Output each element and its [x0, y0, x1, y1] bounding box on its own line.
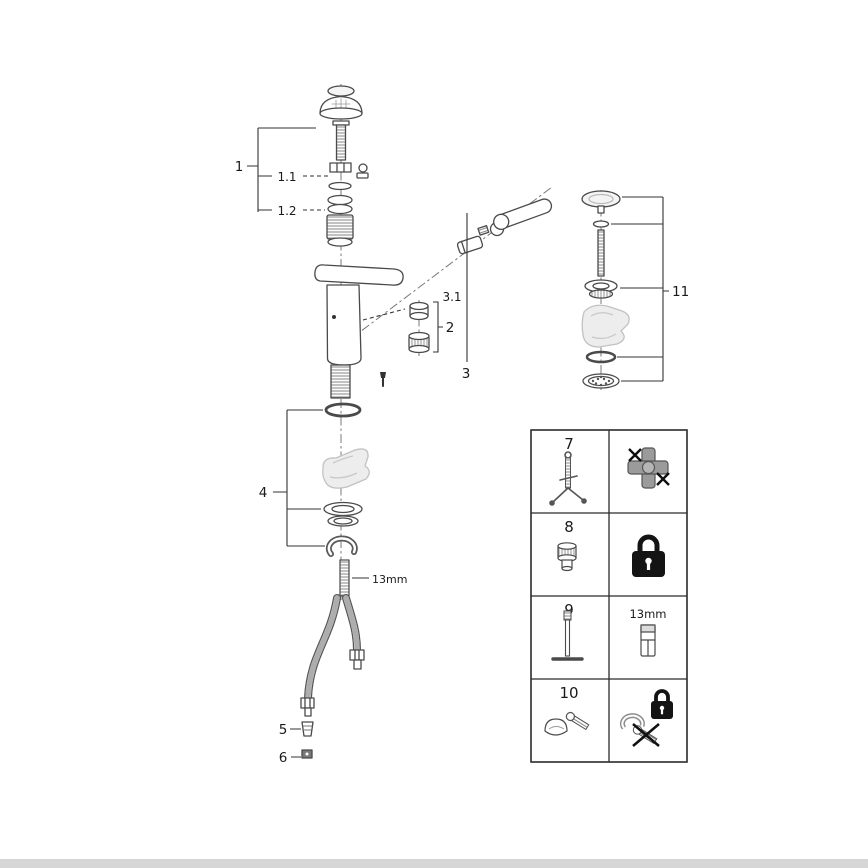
table-num-10: 10: [559, 684, 578, 702]
label-13mm: 13mm: [372, 573, 407, 586]
ghost-drain-body: [581, 304, 630, 348]
table-num-8: 8: [564, 518, 574, 536]
cap-nut-and-clip: [328, 162, 369, 191]
valve-part-icon: [557, 542, 577, 572]
faucet-body: [314, 264, 404, 399]
long-pin-tool-icon: [551, 610, 584, 661]
side-lever-assembly: [456, 198, 553, 255]
cartridge-set: [326, 194, 354, 247]
ghost-mounting-bracket: [322, 448, 370, 489]
threaded-shank: [330, 364, 351, 399]
cap-and-screw-icon: [544, 711, 590, 736]
label-2: 2: [446, 320, 455, 336]
label-5: 5: [279, 722, 288, 738]
socket-13mm-icon: [640, 624, 656, 657]
threaded-stud: [339, 559, 350, 597]
table-grid: [530, 429, 688, 763]
supply-hoses: [300, 594, 365, 717]
handle-cap: [319, 85, 363, 120]
lever-handle: [314, 264, 404, 286]
ghost-parts: [322, 304, 630, 489]
cross-fitting-warning-icon: [627, 447, 670, 489]
label-4: 4: [259, 485, 268, 501]
padlock-icon: [632, 534, 665, 577]
drain-assembly: [581, 190, 621, 389]
part-labels: 1 1.1 1.2 2 3.1 3 4 13mm 5 6 11: [235, 159, 689, 766]
label-3: 3: [462, 366, 471, 382]
body-column: [326, 284, 362, 366]
label-1: 1: [235, 159, 244, 175]
bottom-divider: [0, 859, 868, 868]
center-axis-lines: [340, 84, 602, 600]
small-padlock-icon: [651, 689, 673, 719]
crossed-out-screw: [632, 723, 660, 747]
callout-lines: [247, 127, 669, 758]
label-11: 11: [672, 284, 689, 300]
service-table: 7 8 9 10 13mm: [530, 429, 688, 763]
o-ring: [324, 402, 362, 418]
mounting-kit-icon: [549, 451, 587, 506]
label-6: 6: [279, 750, 288, 766]
table-num-7: 7: [564, 435, 574, 453]
aerator-parts: [408, 301, 430, 354]
part-5-plug: [301, 721, 314, 737]
bracket-lock-screw-icon: [619, 689, 673, 747]
small-plug-screw: [380, 372, 386, 387]
handle-fixing-screw: [332, 120, 350, 161]
label-1-2: 1.2: [277, 204, 296, 218]
table-num-9: 9: [564, 601, 574, 619]
hose-fitting-parts: [301, 721, 314, 759]
label-3-1: 3.1: [442, 290, 461, 304]
label-1-1: 1.1: [277, 170, 296, 184]
faucet-parts: [300, 85, 553, 759]
table-13mm: 13mm: [629, 607, 666, 621]
mounting-set: [323, 402, 363, 597]
table-numbers: 7 8 9 10 13mm: [559, 435, 666, 702]
